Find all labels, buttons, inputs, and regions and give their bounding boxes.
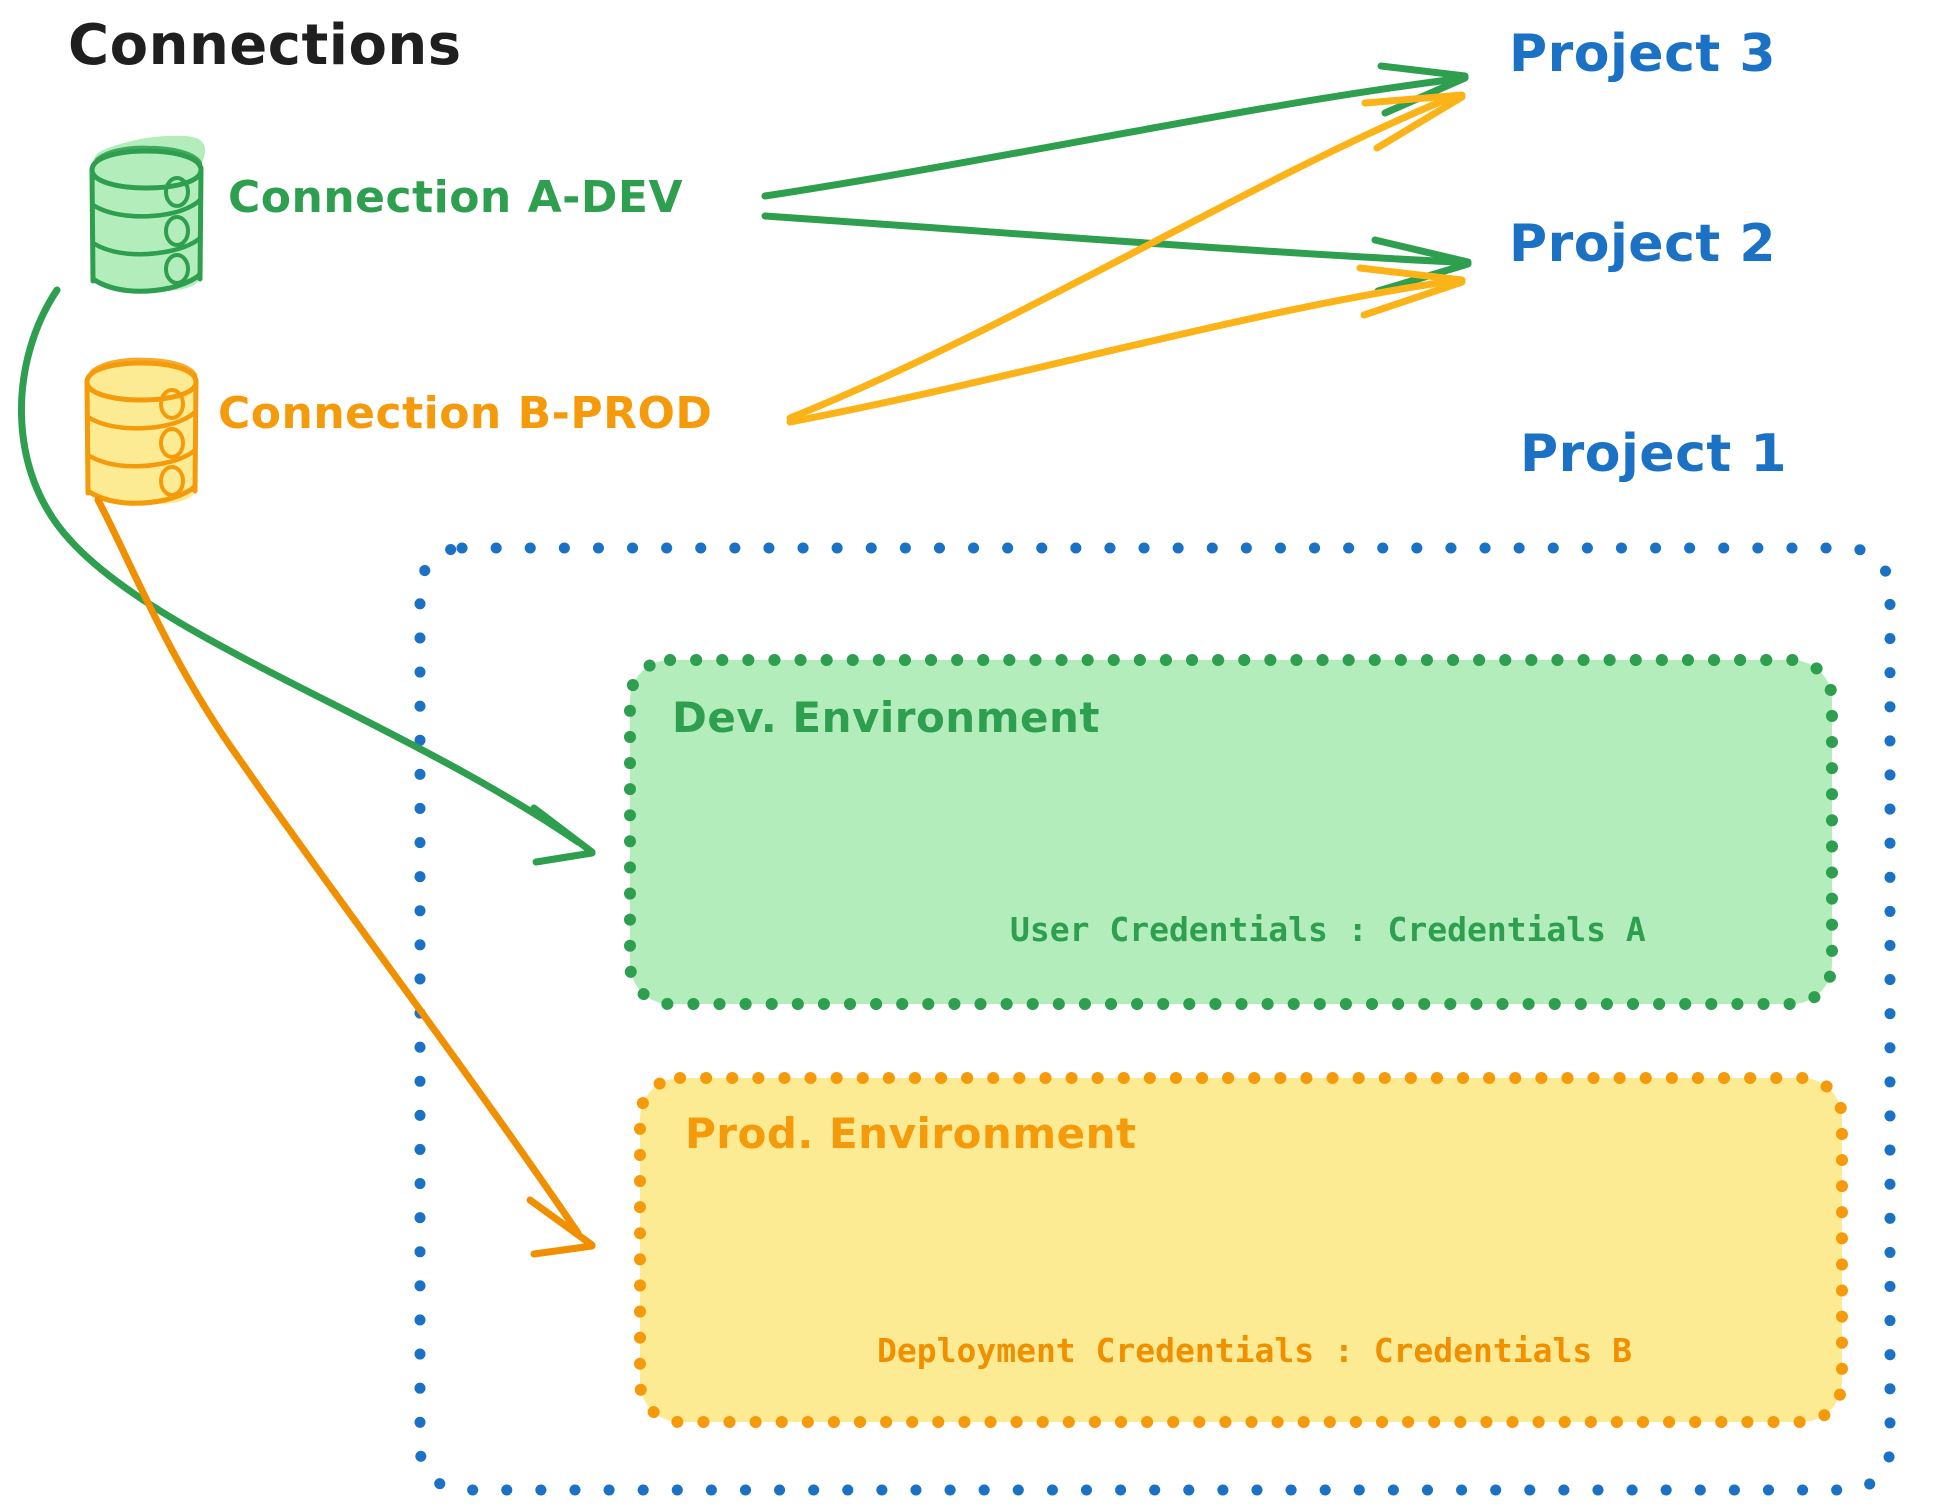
database-cylinder-icon-orange[interactable] — [84, 357, 199, 506]
project1-container — [414, 542, 1896, 1496]
arrow-connection-a-to-dev-environment — [18, 286, 596, 866]
arrow-connection-b-to-project-3 — [786, 91, 1466, 422]
connection-b-label[interactable]: Connection B-PROD — [218, 388, 713, 439]
arrow-connection-a-to-project-2 — [761, 212, 1472, 295]
prod-environment-box[interactable] — [640, 1078, 1842, 1422]
project-3-label[interactable]: Project 3 — [1509, 24, 1777, 84]
arrow-connection-b-to-prod-environment — [94, 496, 596, 1258]
arrow-connection-a-to-project-3 — [761, 62, 1469, 200]
dev-environment-box[interactable] — [630, 660, 1832, 1004]
arrow-connection-b-to-project-2 — [786, 264, 1466, 426]
page-title: Connections — [68, 13, 462, 78]
connection-a-label[interactable]: Connection A-DEV — [228, 172, 684, 223]
prod-environment-title: Prod. Environment — [685, 1109, 1137, 1158]
dev-environment-credentials: User Credentials : Credentials A — [1010, 910, 1646, 949]
prod-environment-credentials: Deployment Credentials : Credentials B — [877, 1331, 1632, 1370]
dev-environment-title: Dev. Environment — [672, 693, 1100, 742]
project-1-label[interactable]: Project 1 — [1520, 424, 1788, 484]
database-cylinder-icon-green[interactable] — [89, 135, 206, 294]
project-2-label[interactable]: Project 2 — [1509, 214, 1777, 274]
